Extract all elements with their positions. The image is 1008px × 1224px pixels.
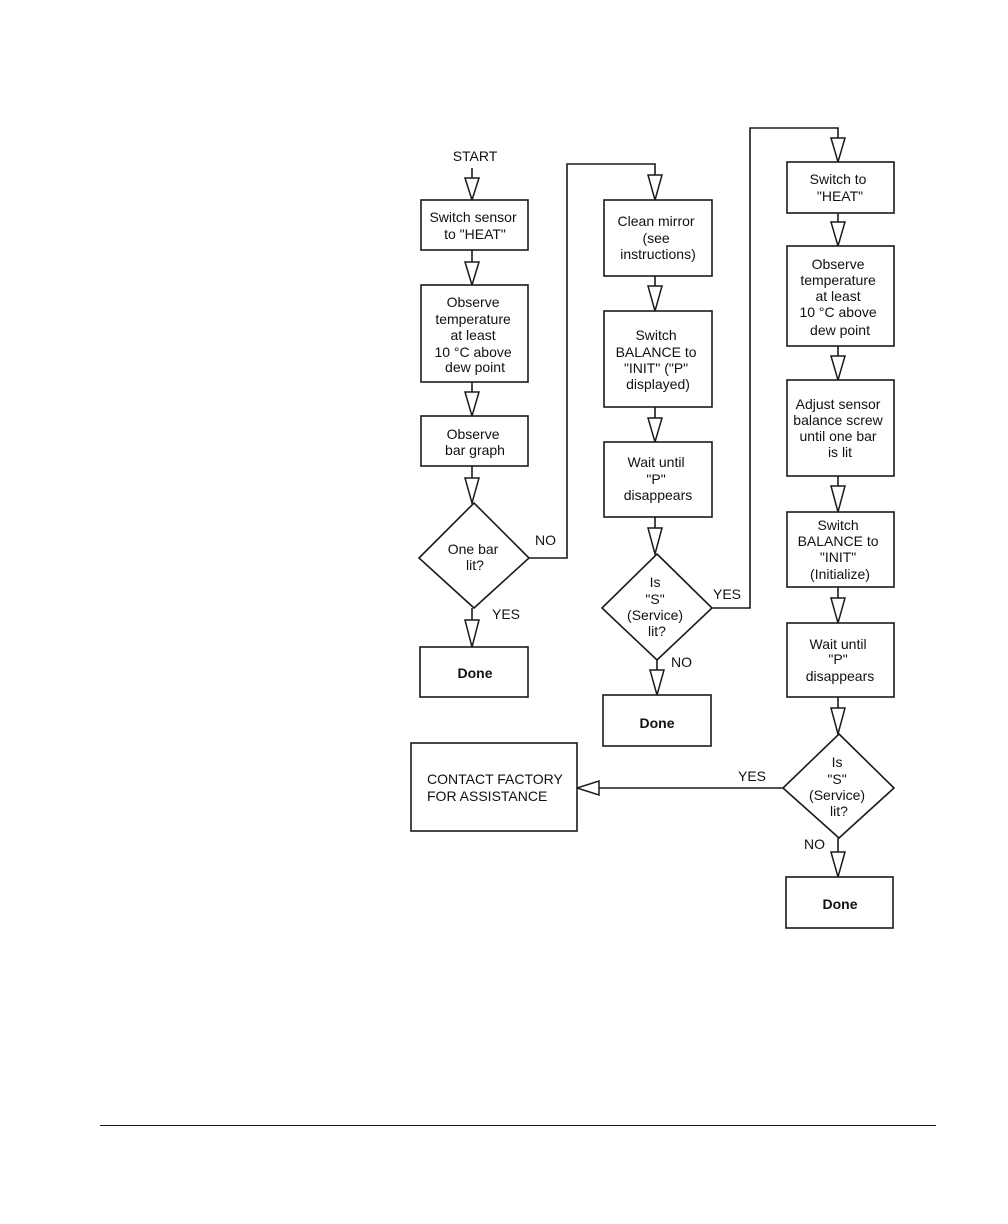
no-label: NO <box>671 654 692 670</box>
contact-factory-text: CONTACT FACTORY FOR ASSISTANCE <box>427 771 567 804</box>
step-text: Switch to "HEAT" <box>810 171 871 204</box>
contact-factory-box <box>410 742 578 832</box>
step-observe-temperature <box>786 245 895 347</box>
decision-text: Is "S" (Service) lit? <box>627 574 687 639</box>
arrow-down-icon <box>830 485 846 515</box>
no-label: NO <box>535 532 556 548</box>
step-text: Adjust sensor balance screw until one ba… <box>793 396 886 460</box>
step-text: Switch sensor to "HEAT" <box>429 209 520 242</box>
contact-factory-block: CONTACT FACTORY FOR ASSISTANCE <box>410 742 578 832</box>
arrow-down-icon <box>830 851 846 880</box>
column-3: Switch to "HEAT" Observe temperature at … <box>738 161 896 929</box>
yes-label: YES <box>738 768 766 784</box>
arrow-down-icon <box>830 221 846 249</box>
no-label: NO <box>804 836 825 852</box>
step-switch-to-heat <box>786 161 895 214</box>
column-1: Switch sensor to "HEAT" Observe temperat… <box>417 199 556 698</box>
step-switch-balance-init <box>786 511 895 588</box>
step-observe-bar-graph <box>420 415 529 467</box>
step-text: Wait until "P" disappears <box>624 454 693 503</box>
arrow-down-icon <box>647 285 663 314</box>
arrow-down-icon <box>463 177 481 203</box>
step-switch-balance-init <box>603 310 713 408</box>
step-switch-sensor-heat <box>420 199 529 251</box>
arrow-down-icon <box>647 417 663 445</box>
decision-text: Is "S" (Service) lit? <box>809 754 869 819</box>
done-label: Done <box>640 715 675 731</box>
yes-label: YES <box>713 586 741 602</box>
arrow-down-icon <box>830 707 846 737</box>
arrow-down-icon <box>463 261 481 288</box>
done-box <box>785 876 894 929</box>
done-label: Done <box>458 665 493 681</box>
arrow-down-icon <box>647 527 663 557</box>
arrow-down-icon <box>830 137 846 165</box>
arrowheads <box>463 137 846 880</box>
step-text: Switch BALANCE to "INIT" ("P" displayed) <box>616 327 701 392</box>
step-text: Observe temperature at least 10 °C above… <box>434 294 515 375</box>
arrow-down-icon <box>647 174 663 203</box>
step-text: Switch BALANCE to "INIT" (Initialize) <box>798 517 883 582</box>
arrow-down-icon <box>464 619 480 650</box>
decision-text: One bar lit? <box>448 541 502 573</box>
start-label: START <box>453 148 498 164</box>
done-box <box>419 646 529 698</box>
step-wait-until-p <box>603 441 713 518</box>
step-text: Clean mirror (see instructions) <box>618 213 699 262</box>
arrow-down-icon <box>464 477 480 506</box>
decision-service-lit <box>781 732 896 840</box>
step-text: Wait until "P" disappears <box>806 636 875 684</box>
done-box <box>602 694 712 747</box>
footer-rule <box>100 1125 936 1126</box>
yes-label: YES <box>492 606 520 622</box>
step-text: Observe temperature at least 10 °C above… <box>799 256 880 338</box>
column-2: Clean mirror (see instructions) Switch B… <box>600 199 741 747</box>
step-adjust-sensor-balance <box>786 379 895 477</box>
arrow-down-icon <box>649 669 665 698</box>
decision-service-lit <box>600 552 714 662</box>
arrow-down-icon <box>830 597 846 626</box>
connector-lines <box>471 127 839 852</box>
step-wait-until-p <box>786 622 895 698</box>
step-text: Observe bar graph <box>445 426 505 458</box>
decision-one-bar-lit <box>417 501 531 610</box>
step-clean-mirror <box>603 199 713 277</box>
arrow-left-icon <box>574 779 600 797</box>
done-label: Done <box>823 896 858 912</box>
arrow-down-icon <box>464 391 480 419</box>
arrow-down-icon <box>830 355 846 383</box>
step-observe-temperature <box>420 284 529 383</box>
